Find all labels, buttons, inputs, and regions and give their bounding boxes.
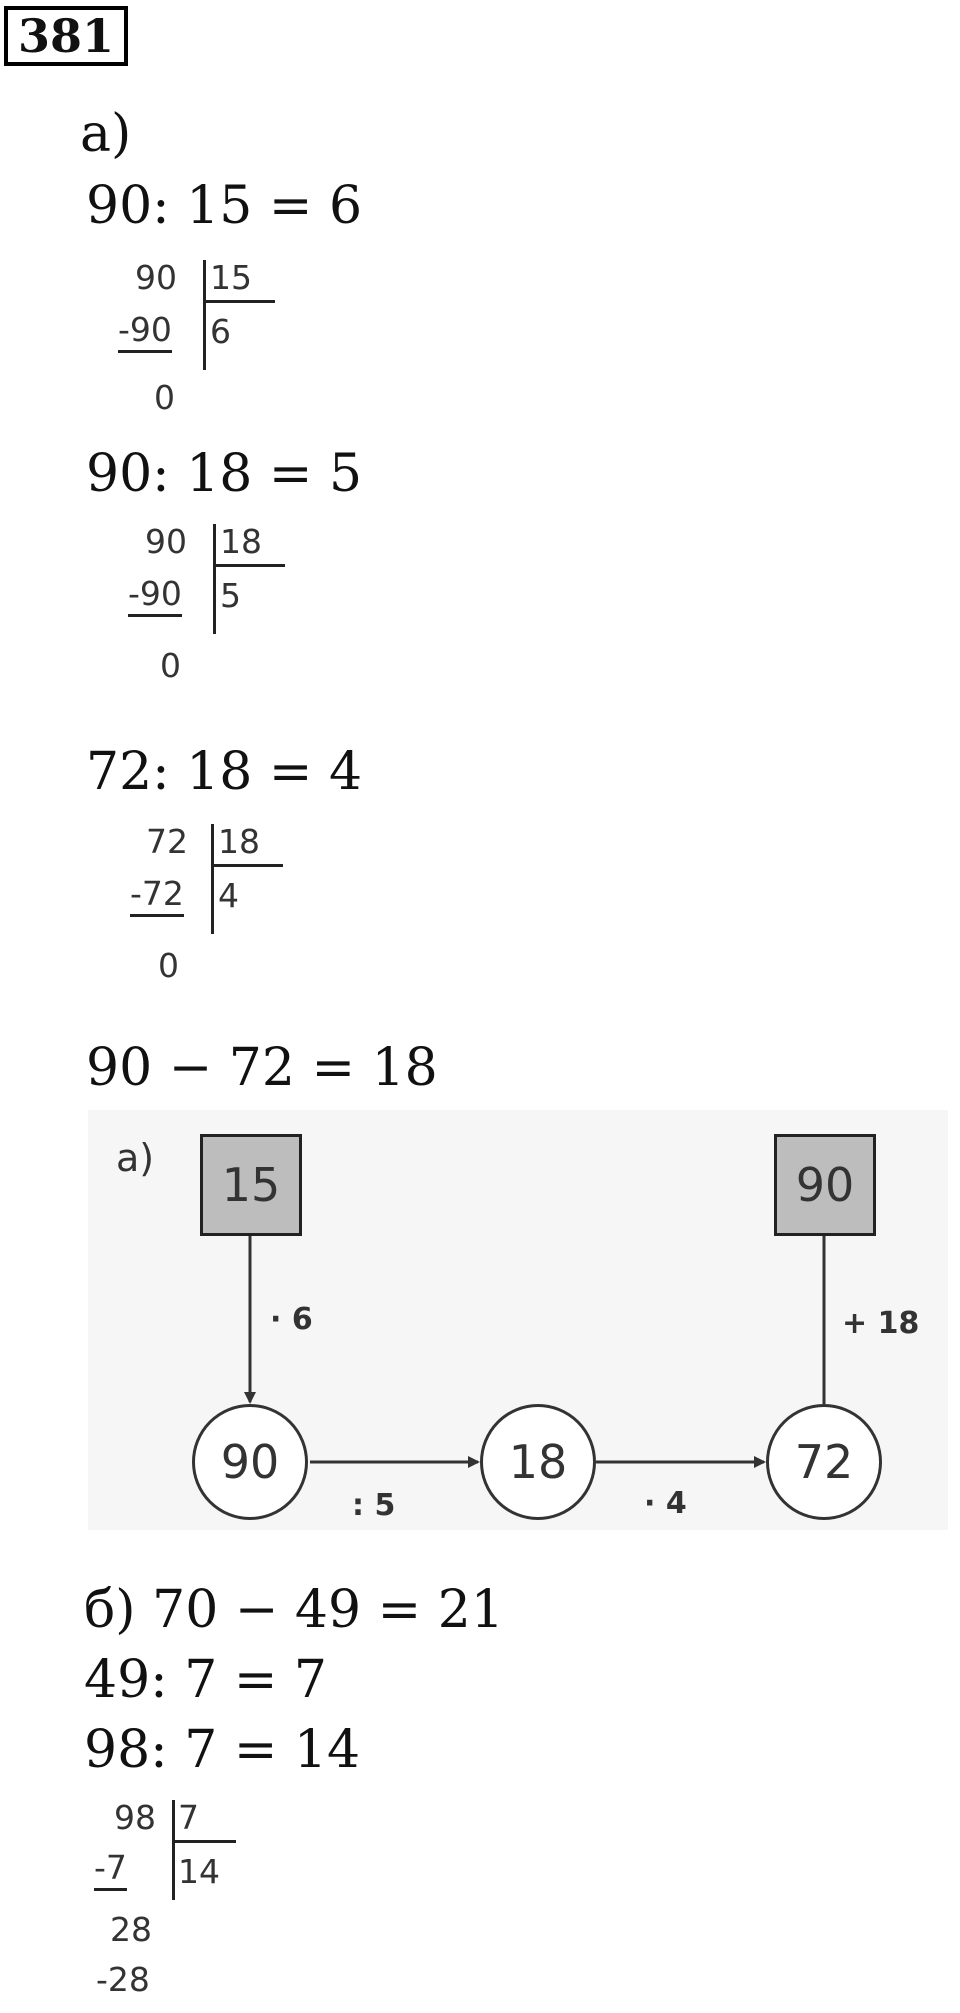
div1-dividend: 90 [135,258,177,297]
flow-diagram: а) 15 90 90 18 72 · 6 : 5 · 4 + 18 [88,1110,948,1530]
div1-subtrahend: -90 [118,310,172,353]
div2-remainder: 0 [160,646,181,685]
part-b-equation-2: 49: 7 = 7 [84,1650,328,1710]
long-division-1: 90 15 -90 6 0 [110,258,290,428]
circle-90: 90 [192,1404,308,1520]
div4-dividend: 98 [114,1798,156,1837]
div4-subtrahend-2: -28 [96,1960,150,1999]
long-division-2: 90 18 -90 5 0 [120,522,300,692]
div3-vertical-bar [211,824,214,934]
start-box: 15 [200,1134,302,1236]
div1-remainder: 0 [154,378,175,417]
circle-72: 72 [766,1404,882,1520]
div1-divisor-line [205,300,275,303]
equation-90-div-15: 90: 15 = 6 [86,176,363,236]
op-divide-5: : 5 [352,1488,396,1523]
op-multiply-4: · 4 [644,1486,687,1521]
div2-subtrahend: -90 [128,574,182,617]
div4-divisor: 7 [178,1798,199,1837]
div3-quotient: 4 [218,876,239,915]
div3-divisor-line [213,864,283,867]
part-a-label: а) [80,104,132,164]
div4-vertical-bar [172,1800,175,1900]
circle-18: 18 [480,1404,596,1520]
div2-quotient: 5 [220,576,241,615]
op-plus-18: + 18 [842,1306,920,1341]
end-box: 90 [774,1134,876,1236]
div4-intermediate: 28 [110,1910,152,1949]
equation-90-div-18: 90: 18 = 5 [86,444,363,504]
div1-divisor: 15 [210,258,252,297]
div1-vertical-bar [203,260,206,370]
div2-vertical-bar [213,524,216,634]
diagram-arrows [244,1216,830,1468]
div2-divisor-line [215,564,285,567]
part-b-equation-3: 98: 7 = 14 [84,1720,361,1780]
div4-divisor-line [174,1840,236,1843]
diagram-label: а) [116,1136,155,1180]
long-division-3: 72 18 -72 4 0 [126,822,306,992]
div3-remainder: 0 [158,946,179,985]
div3-dividend: 72 [146,822,188,861]
task-number-box: 381 [4,6,128,66]
div2-divisor: 18 [220,522,262,561]
equation-72-div-18: 72: 18 = 4 [86,742,363,802]
equation-90-minus-72: 90 − 72 = 18 [86,1038,438,1098]
div3-subtrahend: -72 [130,874,184,917]
div3-divisor: 18 [218,822,260,861]
long-division-4: 98 7 -7 14 28 -28 [94,1798,294,2008]
div4-subtrahend: -7 [94,1848,127,1891]
part-b-equation-1: б) 70 − 49 = 21 [84,1580,504,1640]
div4-quotient: 14 [178,1852,220,1891]
op-multiply-6: · 6 [270,1302,313,1337]
div2-dividend: 90 [145,522,187,561]
div1-quotient: 6 [210,312,231,351]
